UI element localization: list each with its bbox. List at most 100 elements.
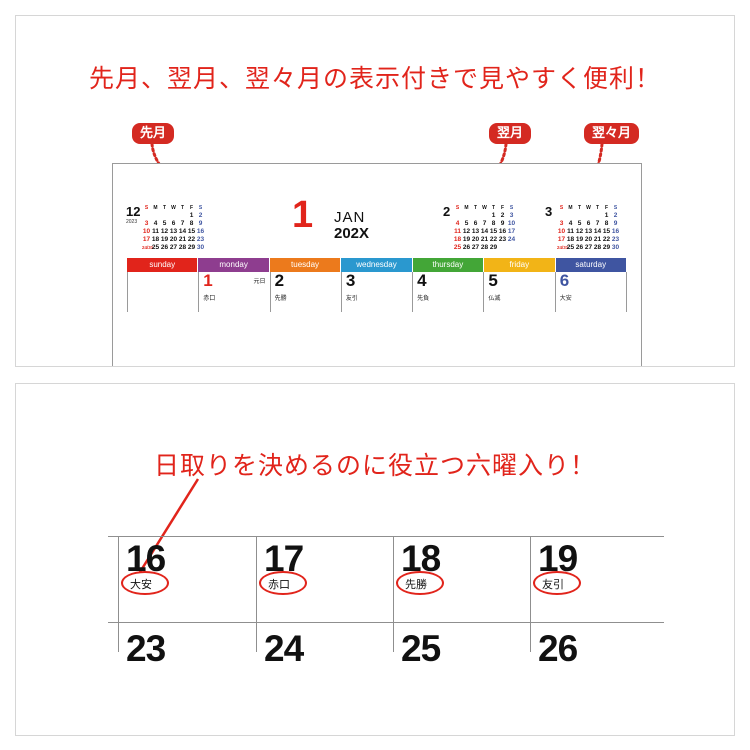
tag-next2-month: 翌々月 bbox=[584, 123, 640, 144]
mini-day: 11 bbox=[454, 228, 461, 235]
mini-day: 5 bbox=[162, 220, 167, 227]
mini-prev-year: 2023 bbox=[126, 219, 138, 225]
mini-day: 7 bbox=[180, 220, 185, 227]
mini-week-header: W bbox=[586, 205, 591, 211]
rokuyo-label: 先負 bbox=[417, 295, 430, 302]
mini-day: 10 bbox=[142, 228, 151, 235]
mini-day: 8 bbox=[189, 220, 194, 227]
mini-day: 24/31 bbox=[142, 245, 154, 250]
mini-day: 13 bbox=[471, 228, 480, 235]
mini-day: 26 bbox=[462, 244, 471, 251]
mini-day: 16 bbox=[498, 228, 507, 235]
mini-day bbox=[178, 212, 187, 220]
mini-day: 24/31 bbox=[557, 245, 569, 250]
feature-panel-months: 先月、翌月、翌々月の表示付きで見やすく便利！ 先月 翌月 翌々月 12 2023… bbox=[15, 15, 735, 367]
mini-day bbox=[480, 212, 489, 220]
mini-day bbox=[507, 244, 516, 252]
current-year: 202X bbox=[334, 225, 370, 242]
mini-week-header: S bbox=[559, 205, 564, 211]
mini-day: 22 bbox=[489, 236, 498, 243]
mini-day: 1 bbox=[491, 212, 496, 219]
mini-day: 30 bbox=[611, 244, 620, 251]
mini-week-header: T bbox=[180, 205, 185, 211]
mini-day: 14 bbox=[178, 228, 187, 235]
mini-day: 19 bbox=[462, 236, 471, 243]
mini-next2-month: 3 bbox=[545, 204, 553, 219]
mini-week-header: T bbox=[595, 205, 600, 211]
holiday-label: 元日 bbox=[253, 278, 266, 285]
mini-day: 23 bbox=[498, 236, 507, 243]
mini-day: 19 bbox=[160, 236, 169, 243]
tag-prev-month: 先月 bbox=[132, 123, 175, 144]
mini-day: 9 bbox=[500, 220, 505, 227]
rokuyo-label: 友引 bbox=[345, 295, 358, 302]
highlight-circle bbox=[396, 571, 444, 595]
mini-day: 20 bbox=[471, 236, 480, 243]
mini-day bbox=[151, 212, 160, 220]
mini-day: 21 bbox=[178, 236, 187, 243]
mini-week-header: T bbox=[577, 205, 582, 211]
day-23: 23 bbox=[126, 628, 166, 669]
mini-day: 12 bbox=[575, 228, 584, 235]
day-18: 18 bbox=[401, 538, 441, 579]
mini-day bbox=[453, 212, 462, 220]
headline-rokuyo: 日取りを決めるのに役立つ六曜入り！ bbox=[153, 451, 596, 480]
mini-day: 4 bbox=[568, 220, 573, 227]
mini-day: 21 bbox=[593, 236, 602, 243]
highlight-circle bbox=[533, 571, 581, 595]
mini-day: 6 bbox=[586, 220, 591, 227]
mini-day: 17 bbox=[507, 228, 516, 235]
mini-day: 28 bbox=[593, 244, 602, 251]
mini-day: 1 bbox=[604, 212, 609, 219]
mini-day: 10 bbox=[507, 220, 516, 227]
mini-day: 30 bbox=[196, 244, 205, 251]
mini-day: 16 bbox=[196, 228, 205, 235]
mini-day: 23 bbox=[611, 236, 620, 243]
highlight-circle bbox=[121, 571, 169, 595]
mini-week-header: M bbox=[464, 205, 469, 211]
mini-day bbox=[462, 212, 471, 220]
mini-day: 15 bbox=[489, 228, 498, 235]
mini-day: 3 bbox=[559, 220, 564, 227]
day-26: 26 bbox=[538, 628, 578, 669]
mini-day: 2 bbox=[500, 212, 505, 219]
mini-week-header: F bbox=[189, 205, 194, 211]
mini-week-header: W bbox=[482, 205, 487, 211]
mini-day: 12 bbox=[160, 228, 169, 235]
mini-day: 19 bbox=[575, 236, 584, 243]
mini-week-header: T bbox=[491, 205, 496, 211]
current-month-number: 1 bbox=[292, 194, 314, 236]
mini-day: 2 bbox=[198, 212, 203, 219]
mini-next-month: 2 bbox=[443, 204, 451, 219]
mini-day: 26 bbox=[160, 244, 169, 251]
day-24: 24 bbox=[264, 628, 304, 669]
mini-day: 6 bbox=[473, 220, 478, 227]
day-17: 17 bbox=[264, 538, 304, 579]
mini-day: 2 bbox=[613, 212, 618, 219]
day-number: 2 bbox=[274, 271, 285, 290]
mini-day: 23 bbox=[196, 236, 205, 243]
mini-day: 6 bbox=[171, 220, 176, 227]
mini-week-header: S bbox=[198, 205, 203, 211]
mini-day: 27 bbox=[169, 244, 178, 251]
mini-day: 9 bbox=[613, 220, 618, 227]
mini-day: 18 bbox=[566, 236, 575, 243]
mini-day: 7 bbox=[482, 220, 487, 227]
day-19: 19 bbox=[538, 538, 578, 579]
weekday-saturday: saturday bbox=[555, 258, 626, 272]
headline-months: 先月、翌月、翌々月の表示付きで見やすく便利！ bbox=[88, 64, 661, 93]
rokuyo-label: 赤口 bbox=[203, 295, 216, 302]
mini-day: 29 bbox=[187, 244, 196, 251]
weekday-thursday: thursday bbox=[412, 258, 484, 272]
mini-day: 4 bbox=[455, 220, 460, 227]
weekday-wednesday: wednesday bbox=[341, 258, 412, 272]
mini-day: 27 bbox=[471, 244, 480, 251]
